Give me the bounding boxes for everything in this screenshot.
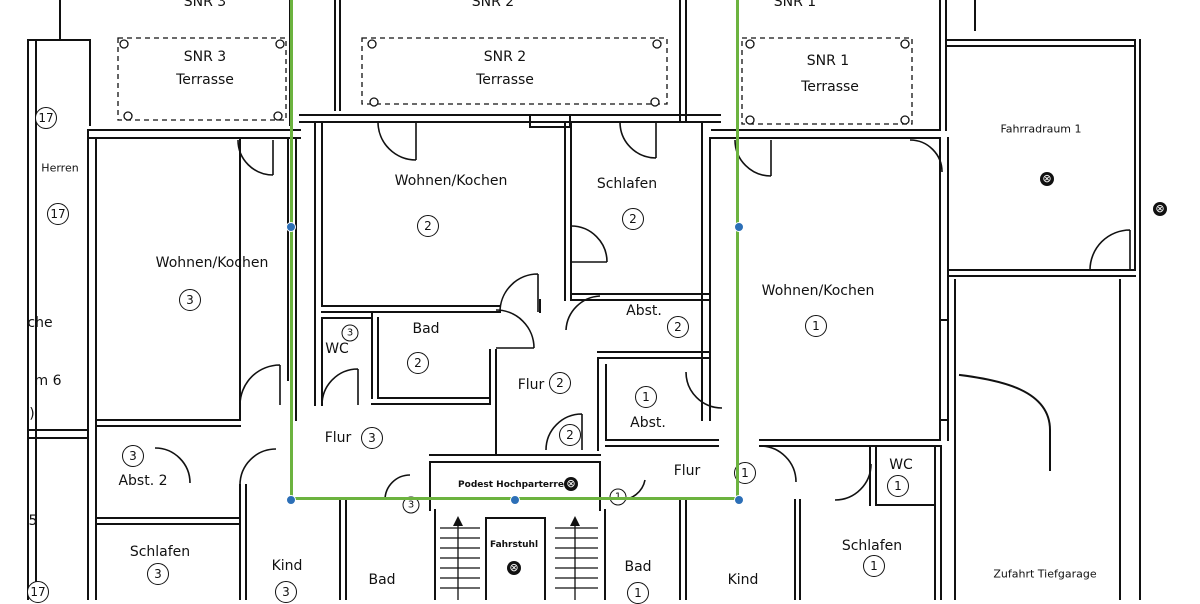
schlafen-2-label: Schlafen	[596, 176, 658, 192]
stair-1-badge: 1	[609, 488, 627, 506]
flur-1-label: Flur	[673, 463, 701, 479]
fahrradraum-label: Fahrradraum 1	[1000, 122, 1082, 136]
schlafen-1-label: Schlafen	[841, 538, 903, 554]
snr1-terrace-sub: Terrasse	[801, 79, 859, 95]
schlafen-3-label: Schlafen	[129, 544, 191, 560]
schlafen-1-badge: 1	[863, 555, 885, 577]
flur-step-badge: 2	[559, 424, 581, 446]
bad-2-badge: 2	[407, 352, 429, 374]
kind-1-label: Kind	[727, 572, 759, 588]
zufahrt-tiefgarage-label: Zufahrt Tiefgarage	[993, 567, 1097, 581]
selection-handle-left[interactable]	[286, 222, 296, 232]
kind-3-label: Kind	[271, 558, 303, 574]
left-paren-label: )	[29, 406, 35, 422]
unit-17-badge-a: 17	[35, 107, 57, 129]
selection-handle-right[interactable]	[734, 222, 744, 232]
snr1-top-label: SNR 1	[773, 0, 817, 10]
selection-handle-bottom[interactable]	[510, 495, 520, 505]
abst-2b-badge: 3	[122, 445, 144, 467]
snr2-terrace-title: SNR 2	[483, 49, 527, 65]
che-label: che	[27, 315, 53, 331]
snr3-terrace-title: SNR 3	[183, 49, 227, 65]
podest-label: Podest Hochparterre	[458, 480, 564, 490]
bad-1-label: Bad	[624, 559, 652, 575]
selection-handle-bottom-left[interactable]	[286, 495, 296, 505]
flur-3-label: Flur	[324, 430, 352, 446]
snr1-terrace-title: SNR 1	[806, 53, 850, 69]
fahrradraum-marker-icon: ⊗	[1040, 172, 1054, 186]
wc-1-label: WC	[889, 457, 913, 473]
wc-1-badge: 1	[887, 475, 909, 497]
schlafen-2-badge: 2	[622, 208, 644, 230]
snr3-terrace-sub: Terrasse	[176, 72, 234, 88]
podest-marker-icon: ⊗	[564, 477, 578, 491]
wohnen-kochen-3-badge: 3	[179, 289, 201, 311]
bad-2-label: Bad	[412, 321, 440, 337]
snr2-terrace-sub: Terrasse	[476, 72, 534, 88]
flur-3-badge: 3	[361, 427, 383, 449]
flur-1-badge: 1	[734, 462, 756, 484]
wc-3-label: WC	[325, 341, 349, 357]
fahrstuhl-label: Fahrstuhl	[489, 540, 539, 550]
selection-handle-bottom-right[interactable]	[734, 495, 744, 505]
unit-17-badge-c: 17	[27, 581, 49, 603]
wohnen-kochen-1-badge: 1	[805, 315, 827, 337]
unit-17-badge-b: 17	[47, 203, 69, 225]
abst-2-label: Abst.	[626, 303, 662, 319]
flur-2-badge: 2	[549, 372, 571, 394]
wc-3-badge: 3	[341, 324, 359, 342]
snr2-top-label: SNR 2	[471, 0, 515, 10]
stair-3-badge: 3	[402, 496, 420, 514]
abst-1-badge: 1	[635, 386, 657, 408]
wohnen-kochen-2-label: Wohnen/Kochen	[394, 173, 508, 189]
room-6-label: m 6	[34, 373, 62, 389]
fahrstuhl-marker-icon: ⊗	[507, 561, 521, 575]
bad-1-badge: 1	[627, 582, 649, 604]
herren-label: Herren	[41, 161, 79, 175]
wohnen-kochen-1-label: Wohnen/Kochen	[761, 283, 875, 299]
wohnen-kochen-3-label: Wohnen/Kochen	[155, 255, 269, 271]
outer-marker-icon: ⊗	[1153, 202, 1167, 216]
bad-lower-label: Bad	[368, 572, 396, 588]
left-5-label: 5	[28, 513, 38, 529]
abst-1-label: Abst.	[630, 415, 666, 431]
abst-2-badge: 2	[667, 316, 689, 338]
schlafen-3-badge: 3	[147, 563, 169, 585]
abst-2b-label: Abst. 2	[118, 473, 168, 489]
wohnen-kochen-2-badge: 2	[417, 215, 439, 237]
flur-2-label: Flur	[517, 377, 545, 393]
snr3-top-label: SNR 3	[183, 0, 227, 10]
